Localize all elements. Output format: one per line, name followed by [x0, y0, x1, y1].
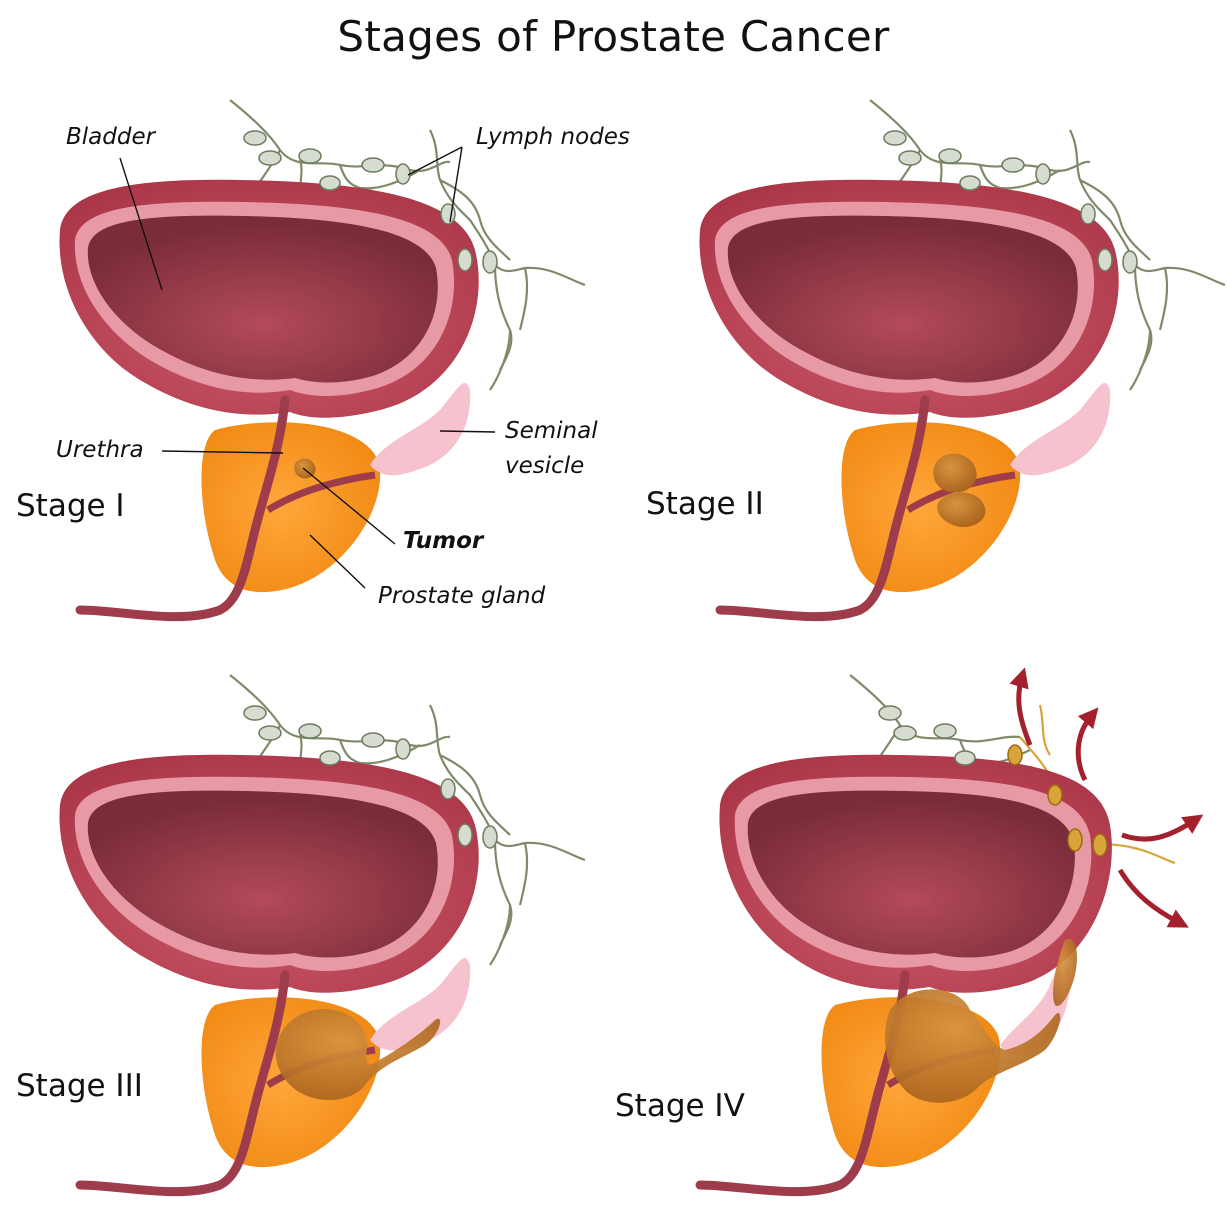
- stage-3-label: Stage III: [16, 1068, 143, 1104]
- prostate-gland: [841, 422, 1020, 592]
- stage-4-illustration: [660, 665, 1220, 1215]
- label-urethra: Urethra: [56, 437, 144, 463]
- label-tumor: Tumor: [403, 528, 483, 554]
- stage-4-label: Stage IV: [615, 1088, 745, 1124]
- label-lymph-nodes: Lymph nodes: [476, 124, 630, 150]
- spread-arrow-2: [1078, 715, 1092, 780]
- stage-3-illustration: [40, 665, 600, 1215]
- label-prostate-gland: Prostate gland: [378, 583, 545, 609]
- diagram-title: Stages of Prostate Cancer: [0, 12, 1227, 61]
- spread-arrow-1: [1019, 677, 1030, 745]
- stage-1-illustration: [40, 90, 600, 630]
- tumor: [885, 989, 1060, 1102]
- label-bladder: Bladder: [66, 124, 155, 150]
- stage-1-label: Stage I: [16, 488, 125, 524]
- label-seminal-vesicle-2: vesicle: [505, 453, 584, 479]
- stage-2-illustration: [680, 90, 1227, 630]
- spread-arrow-3: [1122, 820, 1195, 839]
- prostate-gland: [201, 422, 380, 592]
- label-seminal-vesicle-1: Seminal: [505, 418, 598, 444]
- stage-2-label: Stage II: [646, 486, 764, 522]
- spread-arrow-4: [1120, 870, 1180, 923]
